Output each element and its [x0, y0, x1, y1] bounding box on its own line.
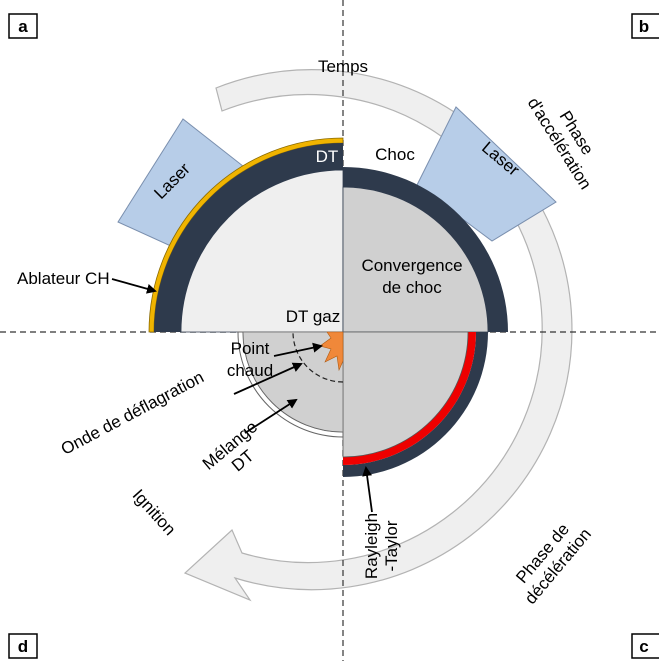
deflagration-front — [292, 331, 344, 383]
panel-box-a: a — [8, 13, 38, 39]
mixture-region — [242, 331, 344, 433]
rayleigh-taylor-layer — [343, 332, 476, 465]
svg-text:-Taylor: -Taylor — [382, 520, 401, 571]
convergence-label-line1: Convergence — [361, 256, 462, 275]
rayleigh-taylor-pointer — [362, 466, 373, 513]
panel-label-b: b — [639, 17, 649, 36]
deflagration-label: Onde de déflagration — [58, 367, 207, 458]
hot-spot — [319, 331, 344, 372]
rayleigh-taylor-label: Rayleigh -Taylor — [362, 513, 401, 579]
dt-shell-b — [343, 167, 508, 332]
dt-gas-label: DT gaz — [286, 307, 341, 326]
panel-box-b: b — [631, 13, 659, 39]
dt-shell-label: DT — [316, 147, 339, 166]
acceleration-label: Phase d'accélération — [524, 94, 598, 193]
svg-text:Rayleigh: Rayleigh — [362, 513, 381, 579]
laser-beam-b — [416, 106, 557, 242]
hot-spot-label-line1: Point — [231, 339, 270, 358]
dt-gas-region — [180, 169, 344, 333]
shock-label: Choc — [375, 145, 415, 164]
compressed-core-c — [342, 331, 469, 458]
dt-shell-c — [343, 332, 488, 477]
shock-region — [342, 186, 489, 333]
hot-spot-pointer — [273, 342, 323, 357]
deflagration-pointer — [233, 362, 303, 395]
panel-label-c: c — [639, 637, 648, 656]
convergence-label-line2: de choc — [382, 278, 442, 297]
ablator-pointer — [111, 278, 157, 294]
panel-box-d: d — [8, 633, 38, 659]
time-label: Temps — [318, 57, 368, 76]
hot-spot-label-line2: chaud — [227, 361, 273, 380]
deceleration-label: Phase de décélération — [512, 520, 595, 608]
panel-label-a: a — [18, 17, 28, 36]
dt-ice-shell-a — [154, 143, 343, 332]
mixture-pointer — [244, 398, 298, 434]
panel-label-d: d — [18, 637, 28, 656]
ignition-label: Ignition — [129, 486, 180, 539]
panel-box-c: c — [631, 633, 659, 659]
ablator-label: Ablateur CH — [17, 269, 110, 288]
mixture-label: Mélange DT — [199, 417, 261, 475]
